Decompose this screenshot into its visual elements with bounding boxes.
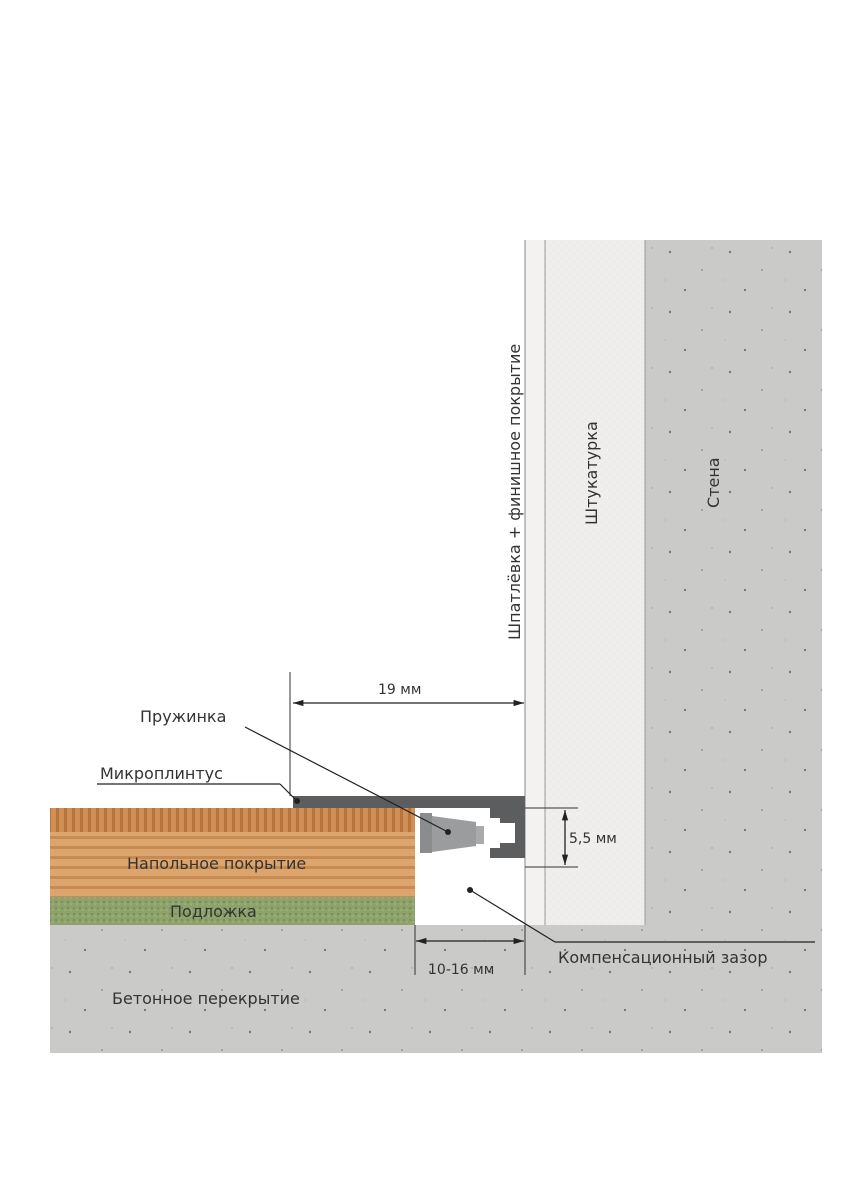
putty-layer bbox=[525, 240, 545, 930]
skirting-profile bbox=[293, 796, 525, 858]
label-plaster: Штукатурка bbox=[582, 421, 601, 525]
concrete-slab bbox=[50, 925, 822, 1053]
label-underlay: Подложка bbox=[170, 902, 257, 921]
callout-skirting: Микроплинтус bbox=[100, 764, 223, 783]
callout-spring: Пружинка bbox=[140, 707, 226, 726]
callout-gap: Компенсационный зазор bbox=[558, 948, 767, 967]
underlay bbox=[50, 897, 415, 925]
label-slab: Бетонное перекрытие bbox=[112, 989, 300, 1008]
plaster-layer bbox=[545, 240, 645, 930]
wall bbox=[645, 240, 822, 930]
dimension-gap: 10-16 мм bbox=[428, 962, 494, 978]
label-putty: Шпатлёвка + финишное покрытие bbox=[505, 344, 524, 640]
label-wall: Стена bbox=[704, 457, 723, 508]
spring-clip bbox=[420, 813, 484, 853]
dimension-height: 5,5 мм bbox=[569, 831, 617, 847]
label-floor-covering: Напольное покрытие bbox=[127, 854, 306, 873]
dimension-width: 19 мм bbox=[378, 682, 421, 698]
